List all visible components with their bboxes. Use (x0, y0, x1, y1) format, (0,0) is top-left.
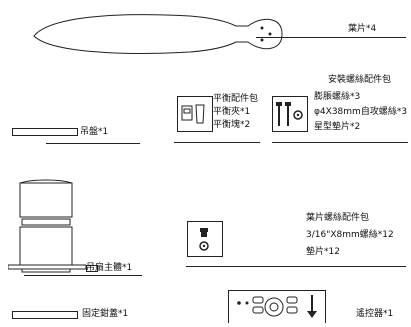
install-kit-item-3: 星型墊片*2 (314, 122, 361, 132)
ceiling-plate-label: 吊盤*1 (80, 127, 109, 137)
blade-kit-item-2: 墊片*12 (306, 247, 340, 257)
balance-kit-item-1: 平衡夾*1 (213, 107, 251, 117)
install-kit-rule (272, 142, 408, 143)
balance-kit-rule (174, 142, 260, 143)
remote-buttons-icon (237, 295, 317, 318)
ceiling-plate-rule (46, 143, 140, 144)
motor-rule (24, 275, 142, 276)
blade-kit-item-1: 3/16"X8mm螺絲*12 (306, 230, 394, 240)
blade-screw-icon (199, 228, 209, 251)
install-kit-item-2: φ4X38mm自攻螺絲*3 (314, 107, 408, 117)
blade-label-rule (256, 37, 406, 38)
blade-label: 葉片*4 (348, 24, 377, 34)
install-kit-box (272, 96, 308, 132)
motor-part (7, 177, 87, 277)
bracket-part (12, 311, 78, 319)
ceiling-plate-part (12, 128, 78, 136)
motor-connector (86, 265, 98, 272)
bracket-label: 固定鉗蓋*1 (82, 309, 129, 319)
remote-label: 遙控器*1 (356, 309, 394, 319)
motor-label: 吊扇主體*1 (86, 263, 133, 273)
blade-kit-title: 葉片螺絲配件包 (306, 213, 370, 223)
motor-illustration (7, 179, 87, 273)
balance-kit-item-2: 平衡塊*2 (213, 120, 251, 130)
install-kit-title: 安裝螺絲配件包 (328, 75, 392, 85)
balance-kit-title: 平衡配件包 (213, 94, 259, 104)
balance-kit-box (177, 96, 213, 132)
blade-kit-box (187, 221, 223, 257)
blade-part (30, 6, 302, 62)
screw-kit-icon (276, 102, 303, 126)
remote-part (228, 290, 326, 323)
install-kit-item-1: 膨脹螺絲*3 (314, 92, 361, 102)
blade-kit-rule (186, 266, 406, 267)
blade-illustration (33, 14, 283, 54)
balance-kit-icon (181, 104, 205, 124)
